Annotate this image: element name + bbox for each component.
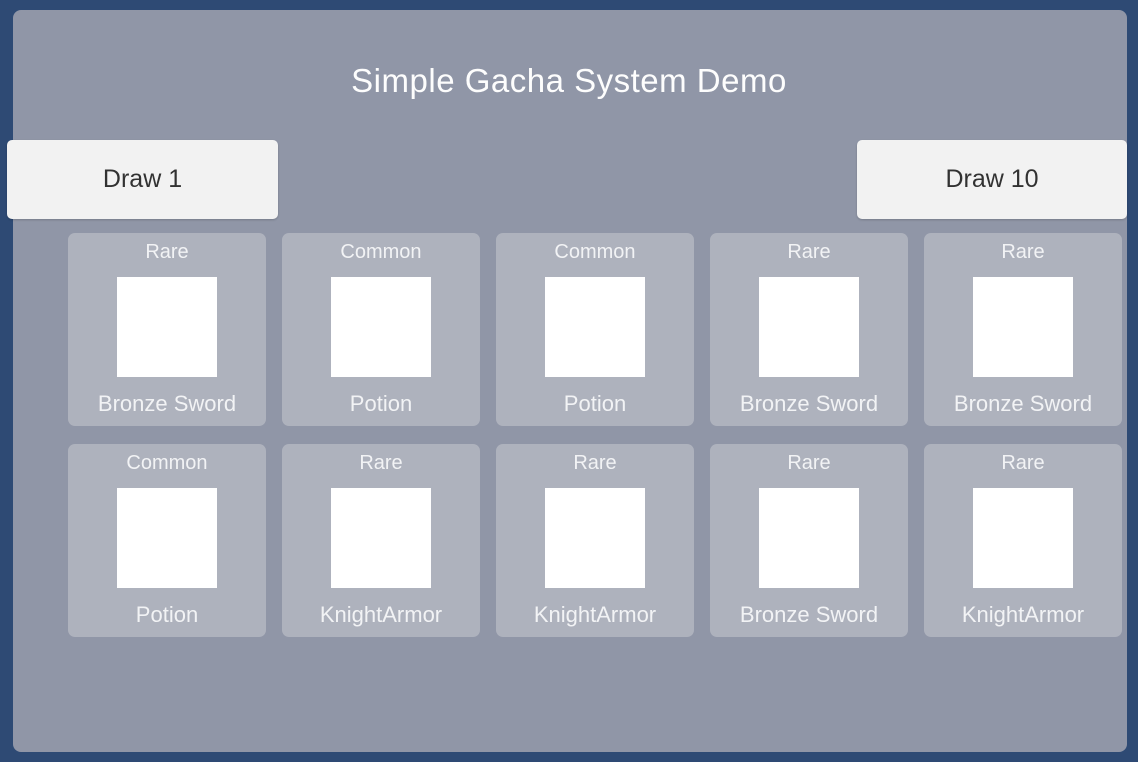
page-title: Simple Gacha System Demo [351, 62, 787, 99]
card-rarity-label: Common [554, 241, 636, 263]
gacha-result-card: Rare KnightArmor [924, 444, 1122, 637]
gacha-result-card: Common Potion [68, 444, 266, 637]
card-item-name: Potion [135, 601, 199, 627]
gacha-result-card: Rare Bronze Sword [710, 444, 908, 637]
card-item-name: KnightArmor [319, 601, 443, 627]
card-item-name: Bronze Sword [97, 390, 237, 416]
card-rarity-label: Rare [1001, 241, 1045, 263]
card-rarity-label: Rare [573, 452, 617, 474]
card-item-name: Potion [349, 390, 413, 416]
card-rarity-label: Rare [787, 241, 831, 263]
item-image-placeholder [545, 277, 645, 378]
item-image-placeholder [759, 488, 859, 589]
card-item-name: Bronze Sword [739, 390, 879, 416]
card-rarity-label: Common [126, 452, 208, 474]
gacha-result-card: Rare KnightArmor [496, 444, 694, 637]
card-item-name: KnightArmor [533, 601, 657, 627]
draw-10-button[interactable]: Draw 10 [857, 140, 1127, 219]
card-rarity-label: Rare [1001, 452, 1045, 474]
card-rarity-label: Common [340, 241, 422, 263]
item-image-placeholder [545, 488, 645, 589]
card-item-name: Bronze Sword [739, 601, 879, 627]
item-image-placeholder [331, 488, 431, 589]
card-item-name: Bronze Sword [953, 390, 1093, 416]
draw-1-button[interactable]: Draw 1 [7, 140, 278, 219]
gacha-result-card: Rare Bronze Sword [710, 233, 908, 426]
card-rarity-label: Rare [145, 241, 189, 263]
card-item-name: KnightArmor [961, 601, 1085, 627]
item-image-placeholder [117, 277, 217, 378]
card-rarity-label: Rare [787, 452, 831, 474]
card-item-name: Potion [563, 390, 627, 416]
gacha-result-card: Common Potion [496, 233, 694, 426]
gacha-result-card: Rare Bronze Sword [68, 233, 266, 426]
gacha-result-card: Rare Bronze Sword [924, 233, 1122, 426]
item-image-placeholder [759, 277, 859, 378]
card-rarity-label: Rare [359, 452, 403, 474]
item-image-placeholder [117, 488, 217, 589]
card-grid: Rare Bronze Sword Common Potion Common P… [68, 233, 1122, 637]
item-image-placeholder [331, 277, 431, 378]
item-image-placeholder [973, 488, 1073, 589]
item-image-placeholder [973, 277, 1073, 378]
gacha-result-card: Rare KnightArmor [282, 444, 480, 637]
gacha-result-card: Common Potion [282, 233, 480, 426]
